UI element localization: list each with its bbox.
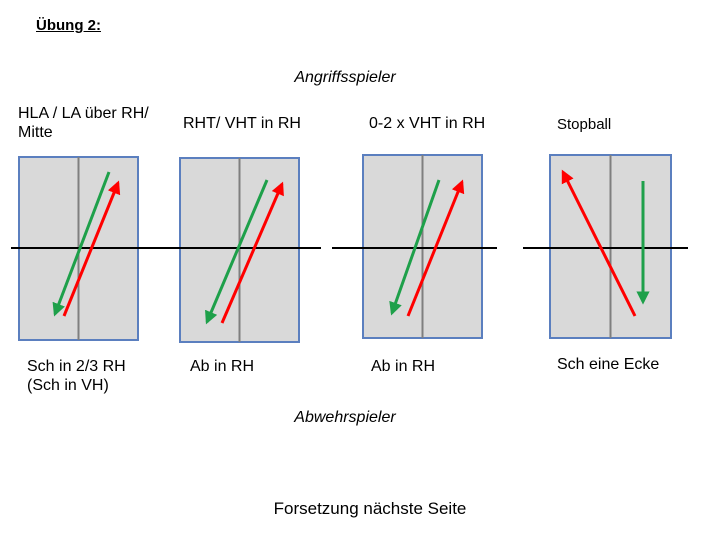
court-4 bbox=[523, 154, 688, 339]
court-3-attack-arrow bbox=[406, 179, 465, 317]
continuation-note: Forsetzung nächste Seite bbox=[273, 499, 467, 518]
exercise-4-defense-label: Sch eine Ecke bbox=[557, 356, 660, 373]
court-3-defense-arrow bbox=[389, 179, 441, 316]
court-1 bbox=[11, 156, 176, 341]
exercise-1-defense-label: Sch in 2/3 RH bbox=[27, 358, 126, 375]
court-2 bbox=[158, 157, 321, 343]
court-1-attack-arrow bbox=[62, 180, 121, 317]
court-3 bbox=[332, 154, 497, 339]
exercise-2-attack-label: RHT/ VHT in RH bbox=[183, 115, 301, 132]
exercise-1-attack-label: HLA / LA über RH/ bbox=[18, 105, 149, 122]
court-4-attack-arrow bbox=[561, 169, 637, 317]
exercise-1-attack-label-line2: Mitte bbox=[18, 124, 53, 141]
attacker-heading: Angriffsspieler bbox=[294, 69, 396, 86]
court-2-defense-arrow bbox=[205, 179, 269, 325]
exercise-3-attack-label: 0-2 x VHT in RH bbox=[369, 115, 486, 132]
page-title: Übung 2: bbox=[36, 17, 101, 34]
exercise-1-defense-label-line2: (Sch in VH) bbox=[27, 377, 109, 394]
court-2-attack-arrow bbox=[220, 181, 284, 324]
exercise-2-defense-label: Ab in RH bbox=[190, 358, 255, 375]
defender-heading: Abwehrspieler bbox=[294, 409, 396, 426]
exercise-3-defense-label: Ab in RH bbox=[371, 358, 436, 375]
exercise-4-attack-label: Stopball bbox=[557, 116, 612, 133]
court-1-defense-arrow bbox=[52, 171, 111, 317]
